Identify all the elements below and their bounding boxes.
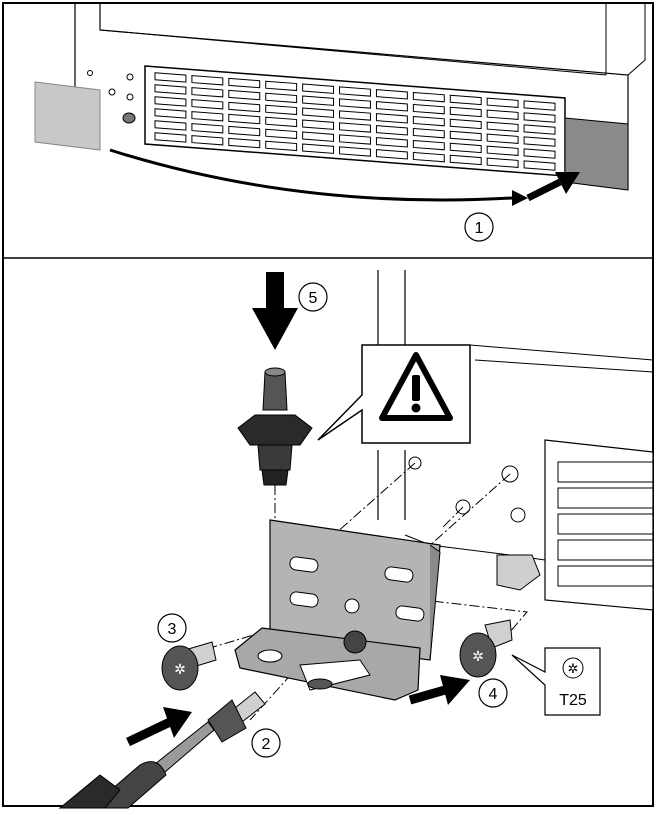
step-5-label: 5 [309, 290, 318, 307]
warning-callout [317, 344, 471, 444]
step-3-label: 3 [168, 621, 177, 638]
screw-4-arrow [408, 675, 470, 705]
step-4-label: 4 [489, 686, 498, 703]
hinge-bracket [234, 519, 441, 701]
mounted-cover-panel [564, 117, 629, 191]
step-3-callout: 3 [157, 613, 187, 643]
tool-bit-label: T25 [559, 692, 587, 709]
screw-4: ✲ [459, 619, 513, 678]
move-curve-arrow [109, 148, 513, 202]
adjustable-foot [496, 554, 541, 591]
screw-2-arrow [126, 707, 192, 747]
side-grille [544, 439, 654, 611]
top-panel: 1 [34, 2, 646, 242]
svg-text:✲: ✲ [174, 661, 186, 677]
screw-3: ✲ [161, 641, 217, 691]
svg-text:✲: ✲ [472, 648, 484, 664]
push-arrow [555, 172, 580, 194]
screwdriver [58, 721, 215, 809]
bottom-panel: 5 ✲ 3 ✲ 4 [58, 270, 654, 809]
tool-callout: ✲ T25 [511, 647, 601, 716]
step-5-callout: 5 [298, 282, 328, 312]
step-4-callout: 4 [478, 678, 508, 708]
step-1-label: 1 [475, 220, 484, 237]
step-2-callout: 2 [251, 728, 281, 758]
torx-star-icon: ✲ [568, 661, 579, 676]
removed-cover-panel [34, 81, 101, 151]
insert-pin-arrow [252, 272, 298, 350]
hinge-pin [237, 367, 313, 486]
step-1-callout: 1 [464, 212, 494, 242]
warning-triangle-icon [379, 352, 453, 421]
step-2-label: 2 [262, 736, 271, 753]
screw-2 [207, 691, 266, 743]
